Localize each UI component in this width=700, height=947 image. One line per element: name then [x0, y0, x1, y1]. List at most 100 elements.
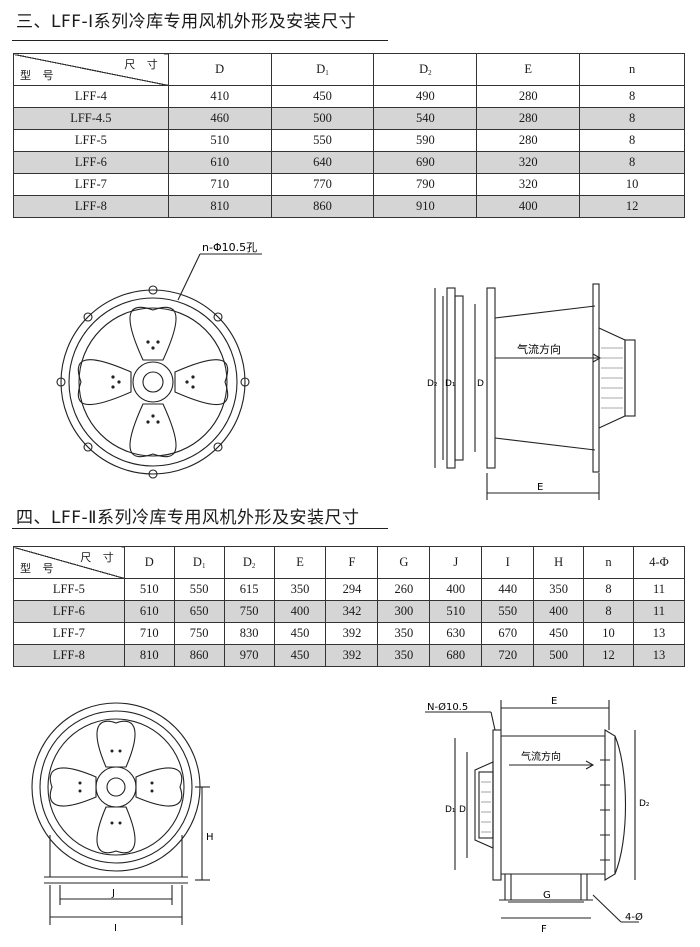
section2-column-header-sub: 2 — [251, 562, 256, 570]
section1-value-cell: 8 — [579, 107, 685, 130]
section1-model-cell: LFF-5 — [13, 129, 169, 152]
section1-title-rule — [12, 40, 388, 41]
section2-value-cell: 750 — [173, 622, 225, 645]
section1-value-cell: 550 — [270, 129, 375, 152]
section2-value-cell: 610 — [123, 600, 175, 623]
section2-header-corner-top: 尺 寸 — [80, 551, 118, 564]
section1-column-header: D2 — [373, 53, 478, 86]
section2-column-header-main: D — [242, 555, 252, 569]
section1-value-cell: 410 — [167, 85, 272, 108]
section1-value-cell: 770 — [270, 173, 375, 196]
section1-value-cell: 640 — [270, 151, 375, 174]
section1-column-header: D1 — [270, 53, 375, 86]
section2-column-header: D — [123, 546, 175, 579]
section2-value-cell: 400 — [429, 578, 483, 601]
section1-value-cell: 690 — [373, 151, 478, 174]
section2-value-cell: 350 — [377, 622, 431, 645]
section2-column-header-main: J — [453, 555, 459, 569]
section1-value-cell: 460 — [167, 107, 272, 130]
section2-value-cell: 630 — [429, 622, 483, 645]
section2-column-header-main: 4-Φ — [649, 555, 669, 569]
section2-value-cell: 294 — [325, 578, 379, 601]
section2-value-cell: 510 — [429, 600, 483, 623]
section1-value-cell: 910 — [373, 195, 478, 218]
section1-value-cell: 710 — [167, 173, 272, 196]
section1-column-header: D — [167, 53, 272, 86]
section2-column-header: 4-Φ — [633, 546, 685, 579]
section2-value-cell: 8 — [583, 600, 634, 623]
section2-title: 四、LFF-Ⅱ系列冷库专用风机外形及安装尺寸 — [16, 508, 360, 528]
section1-value-cell: 590 — [373, 129, 478, 152]
section1-flow-label: 气流方向 — [517, 342, 561, 356]
section1-value-cell: 540 — [373, 107, 478, 130]
section1-model-cell: LFF-8 — [13, 195, 169, 218]
section2-value-cell: 860 — [173, 644, 225, 667]
section2-value-cell: 670 — [481, 622, 535, 645]
section2-d1-label: D₁ — [445, 805, 456, 815]
section2-column-header: D1 — [173, 546, 225, 579]
section2-value-cell: 810 — [123, 644, 175, 667]
section2-title-rule — [12, 528, 388, 529]
section1-column-header: n — [579, 53, 685, 86]
section2-e-label: E — [551, 696, 557, 707]
section1-column-header: E — [476, 53, 581, 86]
section2-side-view-drawing: E N-Ø10.5 气流方向 D₁ D D₂ G F 4-Ø — [425, 696, 650, 935]
section2-value-cell: 392 — [325, 622, 379, 645]
section2-front-view-drawing: H J I — [31, 702, 214, 934]
section1-value-cell: 810 — [167, 195, 272, 218]
section2-value-cell: 350 — [273, 578, 327, 601]
section2-i-label: I — [114, 923, 117, 934]
section2-value-cell: 260 — [377, 578, 431, 601]
section2-value-cell: 400 — [533, 600, 585, 623]
section1-value-cell: 8 — [579, 85, 685, 108]
section1-hole-label: n-Φ10.5孔 — [202, 241, 257, 254]
section1-value-cell: 280 — [476, 85, 581, 108]
section2-f-label: F — [541, 924, 547, 935]
section1-value-cell: 400 — [476, 195, 581, 218]
section2-column-header-main: G — [399, 555, 409, 569]
section2-foot-hole-label: 4-Ø — [625, 911, 643, 923]
section2-value-cell: 342 — [325, 600, 379, 623]
section1-model-cell: LFF-7 — [13, 173, 169, 196]
section2-column-header-main: H — [554, 555, 564, 569]
section2-column-header-main: n — [605, 555, 612, 569]
section2-column-header: J — [429, 546, 483, 579]
section1-model-cell: LFF-6 — [13, 151, 169, 174]
section1-value-cell: 320 — [476, 151, 581, 174]
section2-header-corner-bottom: 型 号 — [20, 562, 58, 575]
section1-column-header-sub: 1 — [325, 69, 329, 77]
section2-model-cell: LFF-8 — [13, 644, 125, 667]
section2-value-cell: 450 — [273, 644, 327, 667]
section1-value-cell: 320 — [476, 173, 581, 196]
section2-column-header-main: F — [348, 555, 356, 569]
section2-value-cell: 750 — [223, 600, 275, 623]
section2-model-cell: LFF-7 — [13, 622, 125, 645]
section2-value-cell: 550 — [173, 578, 225, 601]
section1-d-label: D — [477, 379, 484, 389]
section2-column-header: n — [583, 546, 634, 579]
section1-value-cell: 790 — [373, 173, 478, 196]
section2-value-cell: 650 — [173, 600, 225, 623]
section2-value-cell: 450 — [533, 622, 585, 645]
section1-side-view-drawing: 气流方向 D₂ D₁ D E — [427, 283, 636, 500]
section2-value-cell: 300 — [377, 600, 431, 623]
section1-column-header-sub: 2 — [428, 69, 432, 77]
section2-flow-label: 气流方向 — [521, 750, 561, 763]
section1-column-header-main: D — [316, 62, 326, 76]
section1-column-header-main: D — [215, 62, 225, 76]
section2-model-cell: LFF-5 — [13, 578, 125, 601]
section2-column-header: F — [325, 546, 379, 579]
section2-model-cell: LFF-6 — [13, 600, 125, 623]
section1-value-cell: 860 — [270, 195, 375, 218]
section2-value-cell: 720 — [481, 644, 535, 667]
